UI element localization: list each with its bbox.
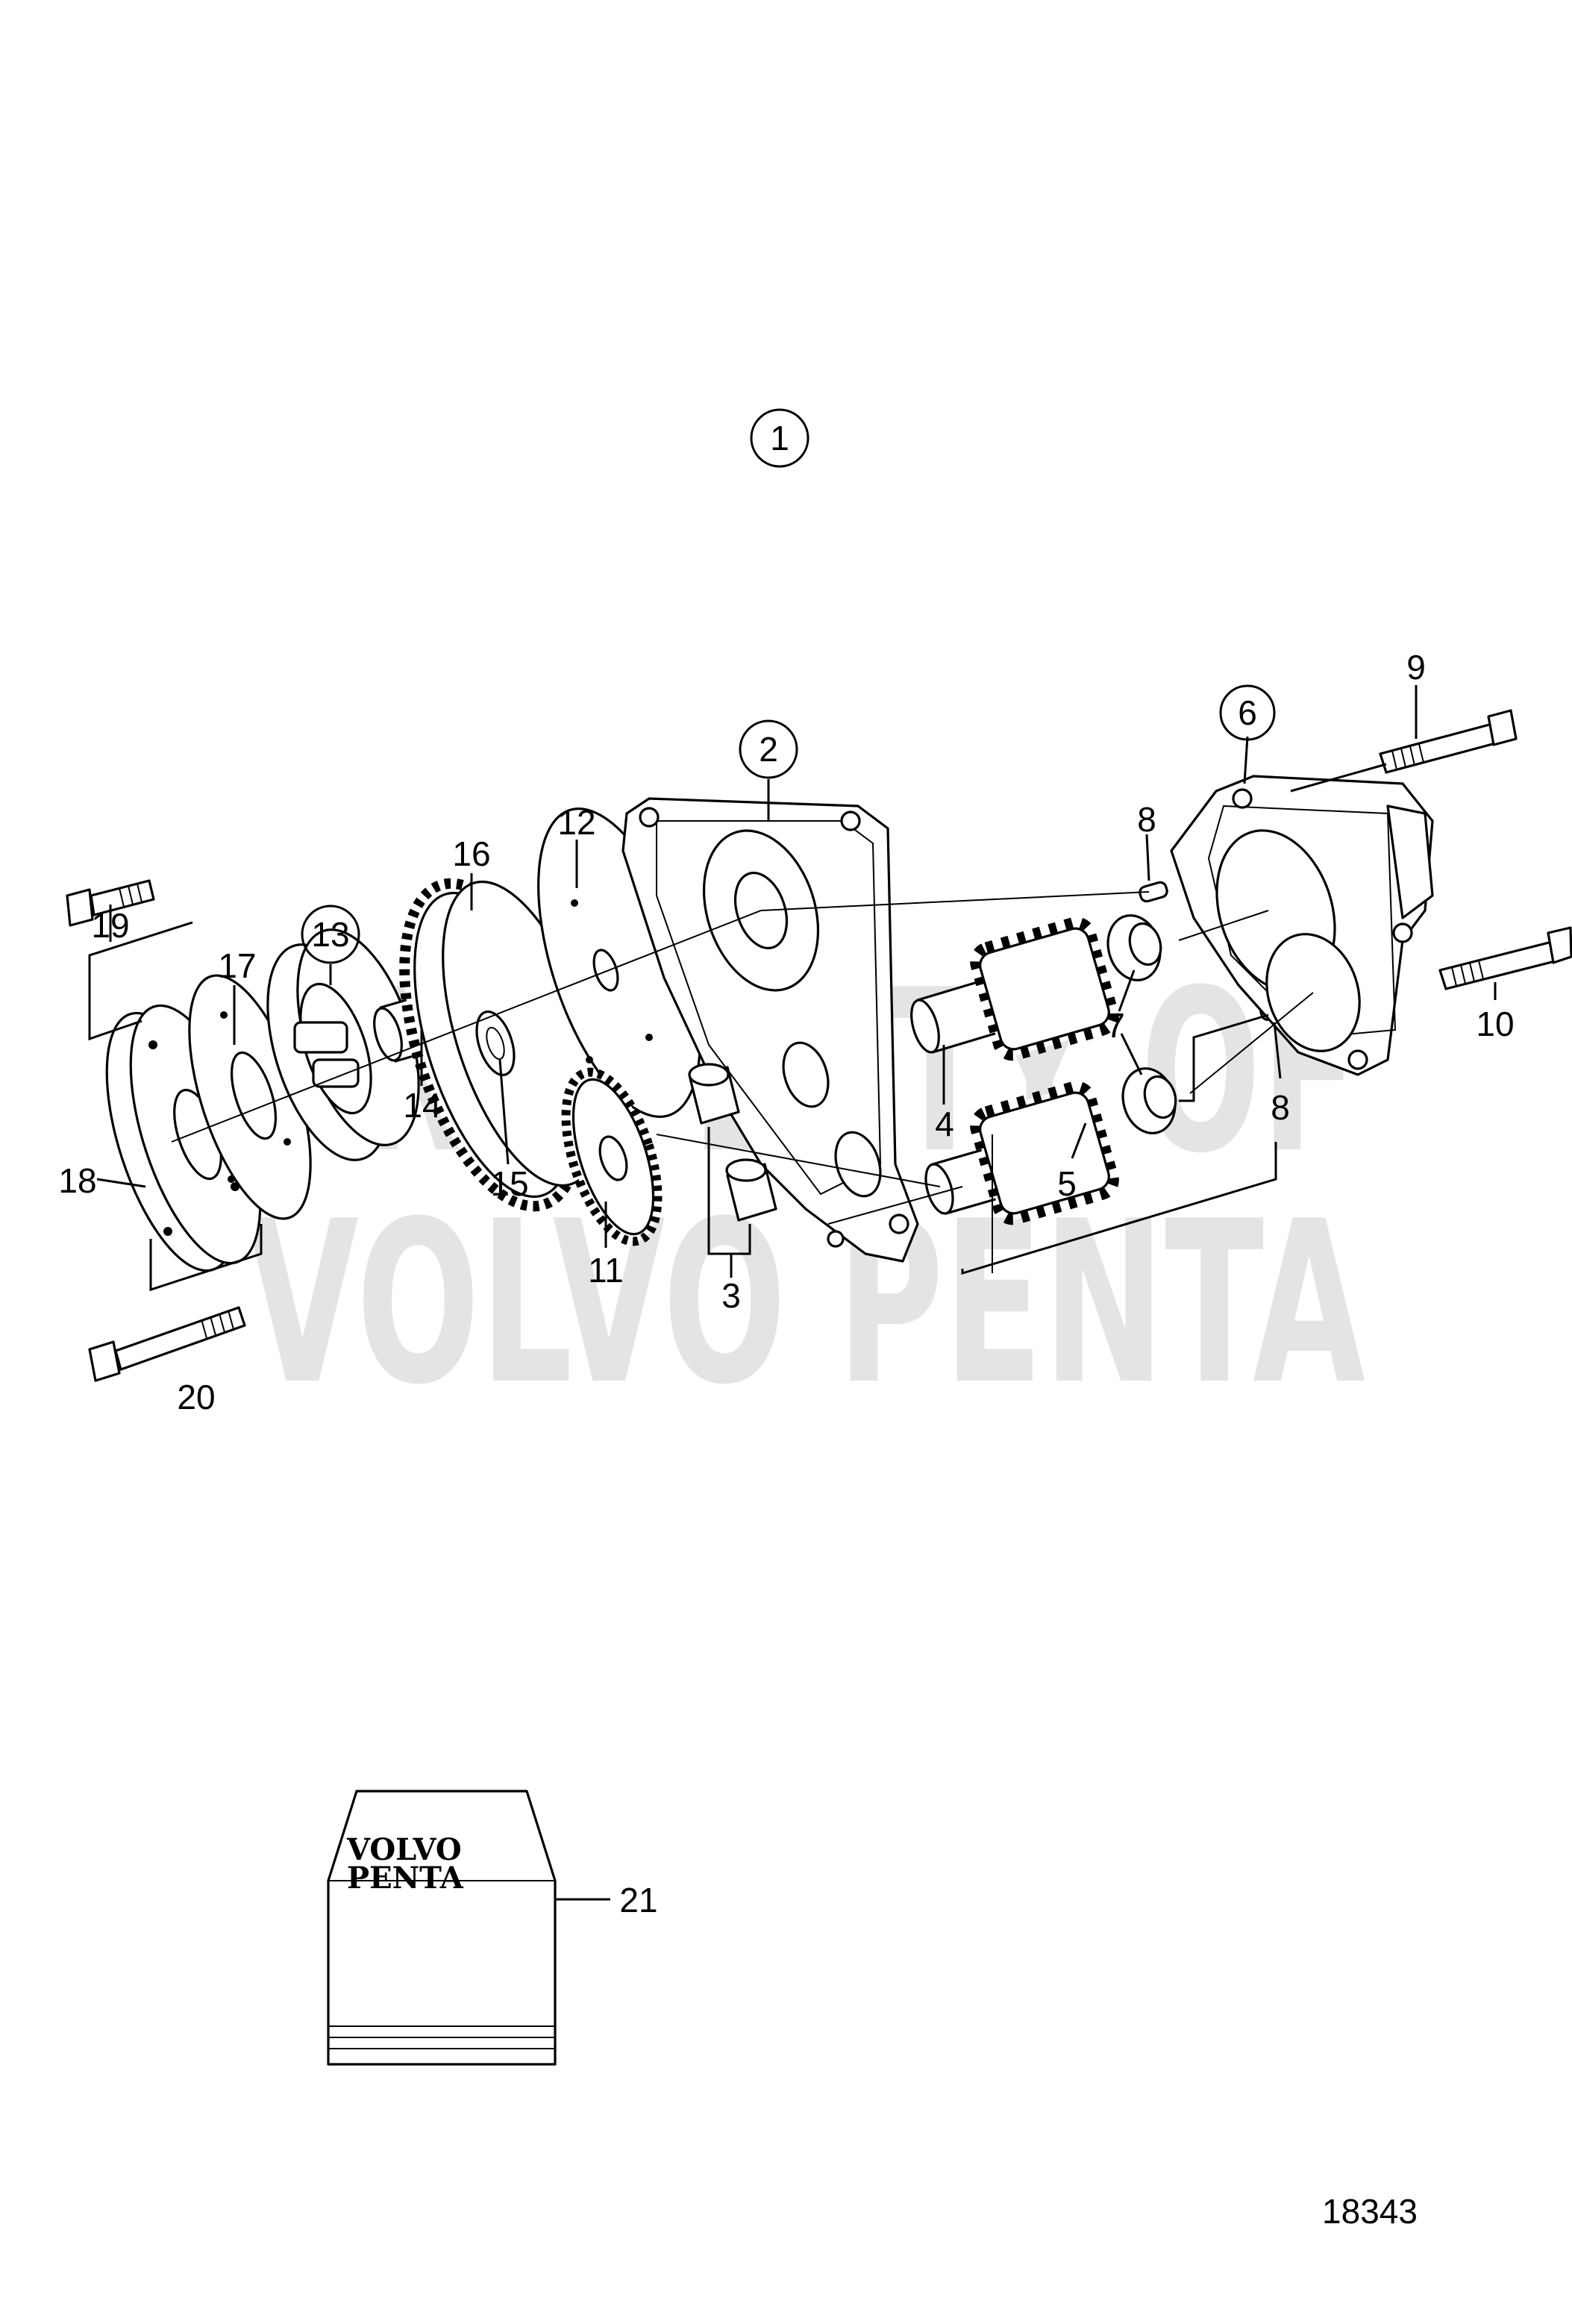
manual-logo-line-1: VOLVO	[346, 1832, 462, 1867]
callout-20: 20	[177, 1378, 215, 1416]
manual-logo-line-2: PENTA	[347, 1861, 464, 1896]
callout-7: 7	[1106, 1006, 1125, 1045]
callout-2: 2	[759, 730, 778, 769]
bearing-7-lower	[1121, 1067, 1177, 1134]
callout-14: 14	[403, 1086, 441, 1125]
callout-circles	[301, 408, 1276, 964]
callout-8-lower: 8	[1271, 1088, 1290, 1127]
bolt-10	[1438, 926, 1572, 990]
bolt-20	[88, 1306, 246, 1382]
callout-circle-13	[301, 905, 360, 964]
gear-11	[561, 1067, 663, 1246]
callout-8-upper: 8	[1137, 800, 1156, 839]
callout-10: 10	[1476, 1005, 1514, 1043]
service-manual-21: VOLVO PENTA	[327, 1790, 557, 2066]
bolt-19	[66, 879, 155, 927]
callout-18: 18	[58, 1161, 96, 1200]
callout-9: 9	[1406, 648, 1426, 687]
callout-4: 4	[935, 1105, 954, 1143]
callout-circle-2	[739, 719, 798, 779]
callout-16: 16	[452, 834, 490, 873]
bearing-7-upper	[1106, 914, 1162, 981]
callout-circle-1	[750, 408, 810, 468]
callout-6: 6	[1238, 693, 1257, 732]
callout-circle-6	[1219, 684, 1276, 741]
callout-15: 15	[490, 1164, 528, 1203]
callout-13: 13	[311, 915, 349, 954]
gear-shaft-4	[910, 916, 1119, 1061]
watermark-line-2: VOLVO PENTA	[246, 1173, 1366, 1434]
callout-5: 5	[1057, 1164, 1077, 1203]
callout-12: 12	[557, 803, 595, 842]
callout-11: 11	[588, 1251, 624, 1290]
leader-lines	[88, 685, 1497, 1901]
callout-19: 19	[91, 906, 129, 945]
dowel-pin-8-upper	[1139, 881, 1168, 903]
pump-body-6	[1170, 775, 1434, 1076]
bushings-3	[688, 1063, 777, 1222]
callout-17: 17	[218, 946, 256, 985]
bolt-9	[1379, 709, 1518, 774]
callout-21: 21	[619, 1881, 657, 1920]
drawing-number: 18343	[1322, 2192, 1418, 2231]
callout-1: 1	[770, 419, 789, 457]
callout-3: 3	[721, 1276, 741, 1315]
pump-housing-13	[266, 928, 420, 1161]
callout-labels: 1 2 3 4 5 6 7 8 8 9 10 11 12 13 14 15 16…	[58, 419, 1514, 1920]
pump-cover-2	[621, 797, 919, 1263]
